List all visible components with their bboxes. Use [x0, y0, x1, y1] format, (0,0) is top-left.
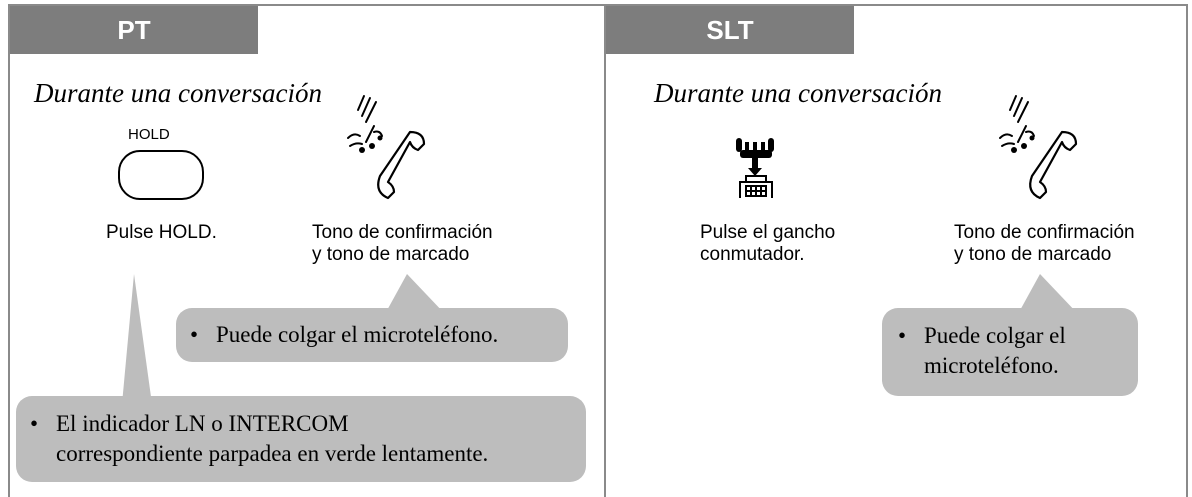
- slt-note1-pointer: [1018, 274, 1078, 314]
- pt-step2-line2: y tono de marcado: [312, 244, 470, 265]
- pt-step1-caption: Pulse HOLD.: [106, 222, 217, 243]
- pt-panel: PT Durante una conversación HOLD Pulse H…: [8, 4, 606, 497]
- slt-step1-line1: Pulse el gancho: [700, 222, 836, 243]
- pt-tab: PT: [10, 6, 258, 54]
- pt-step2-line1: Tono de confirmación: [312, 222, 493, 243]
- hookswitch-icon: [736, 138, 774, 198]
- pt-note2-bullet: •: [30, 411, 39, 436]
- pt-note2-pointer: [122, 274, 152, 404]
- pt-tab-label: PT: [117, 14, 151, 45]
- pt-note1-pointer: [385, 274, 445, 314]
- slt-note1-line2: microteléfono.: [924, 353, 1059, 378]
- slt-note1-line1: Puede colgar el: [924, 323, 1066, 348]
- slt-step2-caption: Tono de confirmación y tono de marcado: [954, 222, 1135, 266]
- slt-step2-line1: Tono de confirmación: [954, 222, 1135, 243]
- pt-note2-line2: correspondiente parpadea en verde lentam…: [56, 441, 489, 466]
- slt-step1-line2: conmutador.: [700, 244, 805, 265]
- pt-heading: Durante una conversación: [34, 78, 322, 108]
- slt-note1: • Puede colgar el microteléfono.: [882, 308, 1138, 396]
- slt-tab: SLT: [606, 6, 854, 54]
- pt-note1-bullet: •: [190, 322, 199, 347]
- slt-note1-bullet: •: [898, 323, 907, 348]
- handset-tone-icon: [347, 95, 426, 200]
- slt-panel: SLT Durante una conversación: [604, 4, 1188, 497]
- handset-tone-icon: [999, 95, 1078, 200]
- pt-step2-caption: Tono de confirmación y tono de marcado: [312, 222, 493, 266]
- hold-key-label: HOLD: [128, 126, 170, 143]
- pt-note1: • Puede colgar el microteléfono.: [176, 308, 568, 362]
- slt-step1-caption: Pulse el gancho conmutador.: [700, 222, 835, 266]
- slt-heading: Durante una conversación: [654, 78, 942, 108]
- pt-note2: • El indicador LN o INTERCOM correspondi…: [16, 396, 586, 482]
- pt-note2-line1: El indicador LN o INTERCOM: [56, 411, 349, 436]
- hold-key-icon: [118, 150, 204, 200]
- pt-note1-text: Puede colgar el microteléfono.: [216, 322, 499, 347]
- slt-tab-label: SLT: [706, 14, 754, 45]
- slt-step2-line2: y tono de marcado: [954, 244, 1112, 265]
